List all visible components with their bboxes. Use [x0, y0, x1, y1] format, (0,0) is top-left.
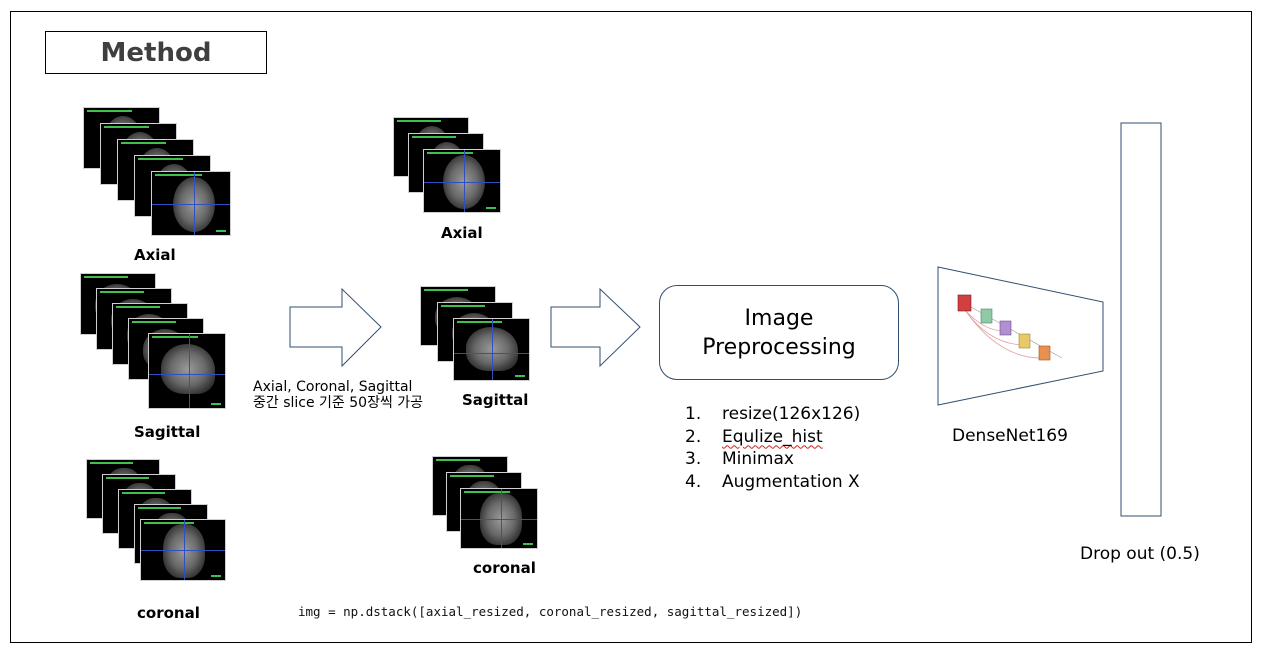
diagram-frame [10, 11, 1252, 643]
dense-block-1 [957, 294, 972, 312]
preprocessing-step: 4.Augmentation X [685, 471, 860, 492]
title: Method [100, 37, 212, 68]
arrow-2 [550, 287, 641, 368]
selection-note-line1: Axial, Coronal, Sagittal [253, 379, 413, 395]
model-label: DenseNet169 [952, 426, 1068, 446]
dense-block-2 [980, 308, 993, 324]
middle-coronal-stack [432, 456, 538, 549]
dense-block-5 [1038, 345, 1051, 361]
preprocessing-title-line1: Image [744, 305, 814, 331]
sagittal-slice [148, 333, 226, 409]
left-sagittal-stack [80, 273, 226, 409]
left-coronal-label: coronal [137, 604, 200, 622]
arrow-1 [289, 287, 382, 368]
preprocessing-step: 2.Equlize_hist [685, 426, 823, 447]
left-axial-stack [83, 107, 231, 237]
middle-sagittal-label: Sagittal [462, 391, 529, 409]
coronal-slice [140, 519, 226, 581]
preprocessing-step: 1.resize(126x126) [685, 404, 861, 424]
dropout-bar [1120, 122, 1162, 517]
preprocessing-step: 3.Minimax [685, 449, 794, 469]
selection-note-line2: 중간 slice 기준 50장씩 가공 [253, 395, 424, 411]
dropout-label: Drop out (0.5) [1080, 544, 1200, 564]
axial-slice [423, 149, 501, 213]
densenet-thumbnail [957, 294, 1063, 361]
title-box: Method [45, 31, 267, 74]
dense-block-3 [999, 320, 1012, 336]
sagittal-slice [453, 318, 530, 381]
preprocessing-title-line2: Preprocessing [702, 334, 856, 360]
left-sagittal-label: Sagittal [134, 423, 201, 441]
code-line: img = np.dstack([axial_resized, coronal_… [298, 604, 803, 619]
left-coronal-stack [86, 459, 226, 581]
left-axial-label: Axial [134, 246, 176, 264]
middle-sagittal-stack [420, 286, 530, 382]
coronal-slice [460, 488, 538, 549]
preprocessing-box: Image Preprocessing [659, 285, 899, 380]
axial-slice [151, 171, 231, 236]
middle-axial-label: Axial [441, 224, 483, 242]
preprocessing-steps: 1.resize(126x126) 2.Equlize_hist 3.Minim… [685, 404, 860, 494]
dense-block-4 [1018, 333, 1031, 349]
middle-axial-stack [393, 117, 501, 213]
middle-coronal-label: coronal [473, 559, 536, 577]
